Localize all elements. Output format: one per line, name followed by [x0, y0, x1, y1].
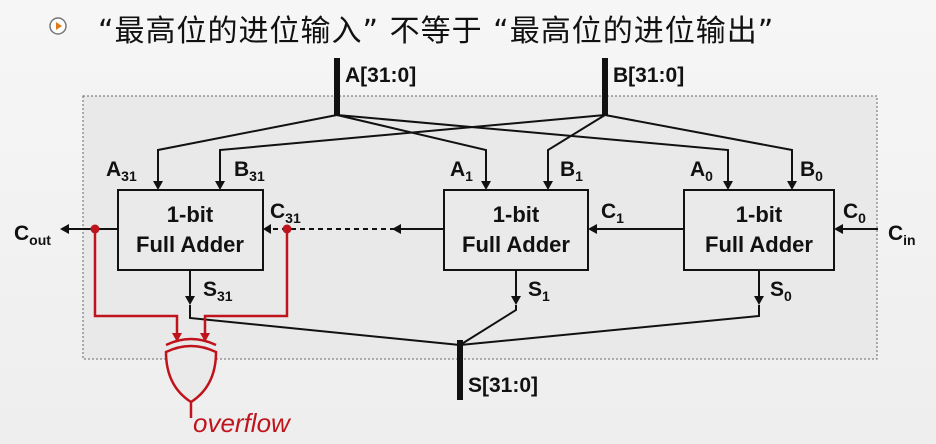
a1-label: A1	[450, 158, 473, 184]
c31-label: C31	[270, 200, 301, 226]
c1-label: C1	[601, 200, 624, 226]
xor-gate-icon	[164, 337, 218, 418]
adder-1-line1: 1-bit	[493, 202, 540, 227]
s1-label: S1	[528, 278, 550, 304]
adder-0-line1: 1-bit	[736, 202, 783, 227]
full-adder-1: 1-bit Full Adder	[443, 189, 589, 271]
slide-title: “最高位的进位输入” 不等于 “最高位的进位输出”	[48, 6, 908, 50]
b31-label: B31	[234, 158, 265, 184]
input-arrowheads	[153, 181, 797, 190]
carry-arrowheads	[60, 224, 843, 234]
overflow-dots	[90, 224, 292, 234]
sum-wires	[189, 270, 760, 346]
b0-label: B0	[800, 158, 823, 184]
overflow-label: overflow	[193, 408, 292, 438]
adder-31-line1: 1-bit	[167, 202, 214, 227]
title-text: “最高位的进位输入” 不等于 “最高位的进位输出”	[98, 14, 775, 49]
c0-label: C0	[843, 200, 866, 226]
full-adder-0: 1-bit Full Adder	[683, 189, 835, 271]
a31-label: A31	[106, 158, 137, 184]
adder-31-line2: Full Adder	[136, 232, 244, 257]
b1-label: B1	[560, 158, 583, 184]
b-bus-label: B[31:0]	[613, 64, 684, 87]
overflow-wires	[93, 229, 289, 334]
s-bus-label: S[31:0]	[468, 374, 538, 397]
adder-1-line2: Full Adder	[462, 232, 570, 257]
full-adder-31: 1-bit Full Adder	[117, 189, 264, 271]
s31-label: S31	[203, 278, 233, 304]
a-bus-label: A[31:0]	[345, 64, 416, 87]
adder-0-line2: Full Adder	[705, 232, 813, 257]
fanout-wires	[157, 114, 793, 182]
sum-arrowheads	[185, 296, 764, 305]
s0-label: S0	[770, 278, 792, 304]
a0-label: A0	[690, 158, 713, 184]
cin-label: Cin	[888, 222, 916, 248]
play-circle-icon	[49, 17, 67, 35]
overflow-arrowheads	[172, 333, 210, 342]
cout-label: Cout	[14, 222, 51, 248]
